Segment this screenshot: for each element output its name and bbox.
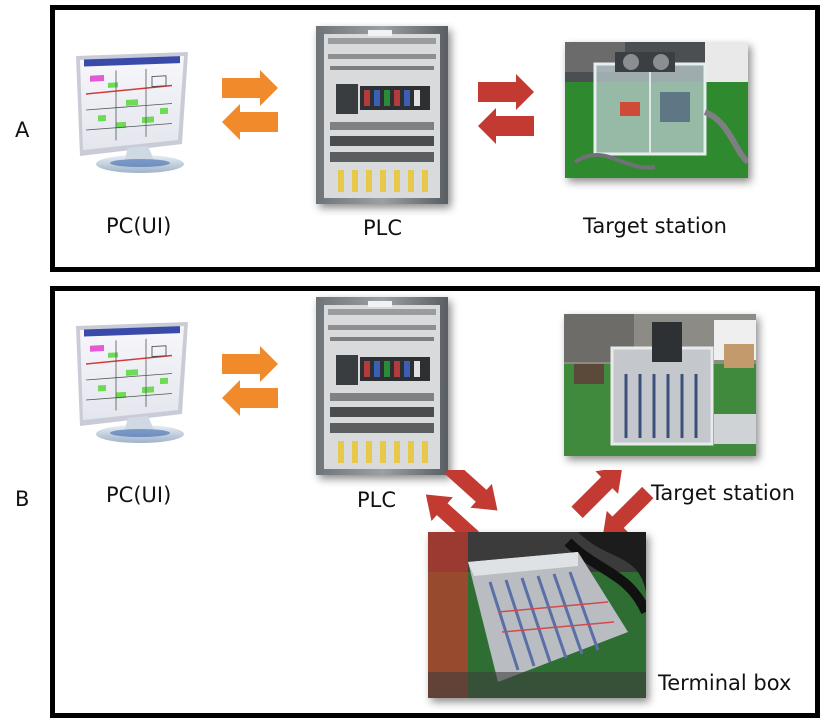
plc-cabinet-photo (316, 26, 448, 204)
panel-a-letter: A (15, 118, 30, 142)
panel-b-pc-label: PC(UI) (106, 483, 172, 507)
terminal-box-photo (428, 532, 646, 698)
terminal-target-arrows (568, 470, 654, 532)
panel-a-pc-label: PC(UI) (106, 214, 172, 238)
pc-plc-arrows (220, 344, 280, 416)
target-station-photo (565, 42, 748, 178)
pc-plc-arrows (220, 68, 280, 140)
panel-b-target-label: Target station (651, 481, 795, 505)
panel-a-plc-label: PLC (363, 216, 403, 240)
plc-target-arrows (476, 72, 536, 144)
panel-b-plc-label: PLC (357, 488, 397, 512)
panel-b-letter: B (15, 487, 30, 511)
panel-a-target-label: Target station (583, 214, 727, 238)
pc-monitor-icon (70, 318, 195, 446)
target-station-photo (564, 314, 756, 456)
panel-b-terminal-label: Terminal box (658, 671, 792, 695)
plc-terminal-arrows (420, 470, 506, 532)
plc-cabinet-photo (316, 297, 448, 475)
pc-monitor-icon (70, 48, 195, 176)
